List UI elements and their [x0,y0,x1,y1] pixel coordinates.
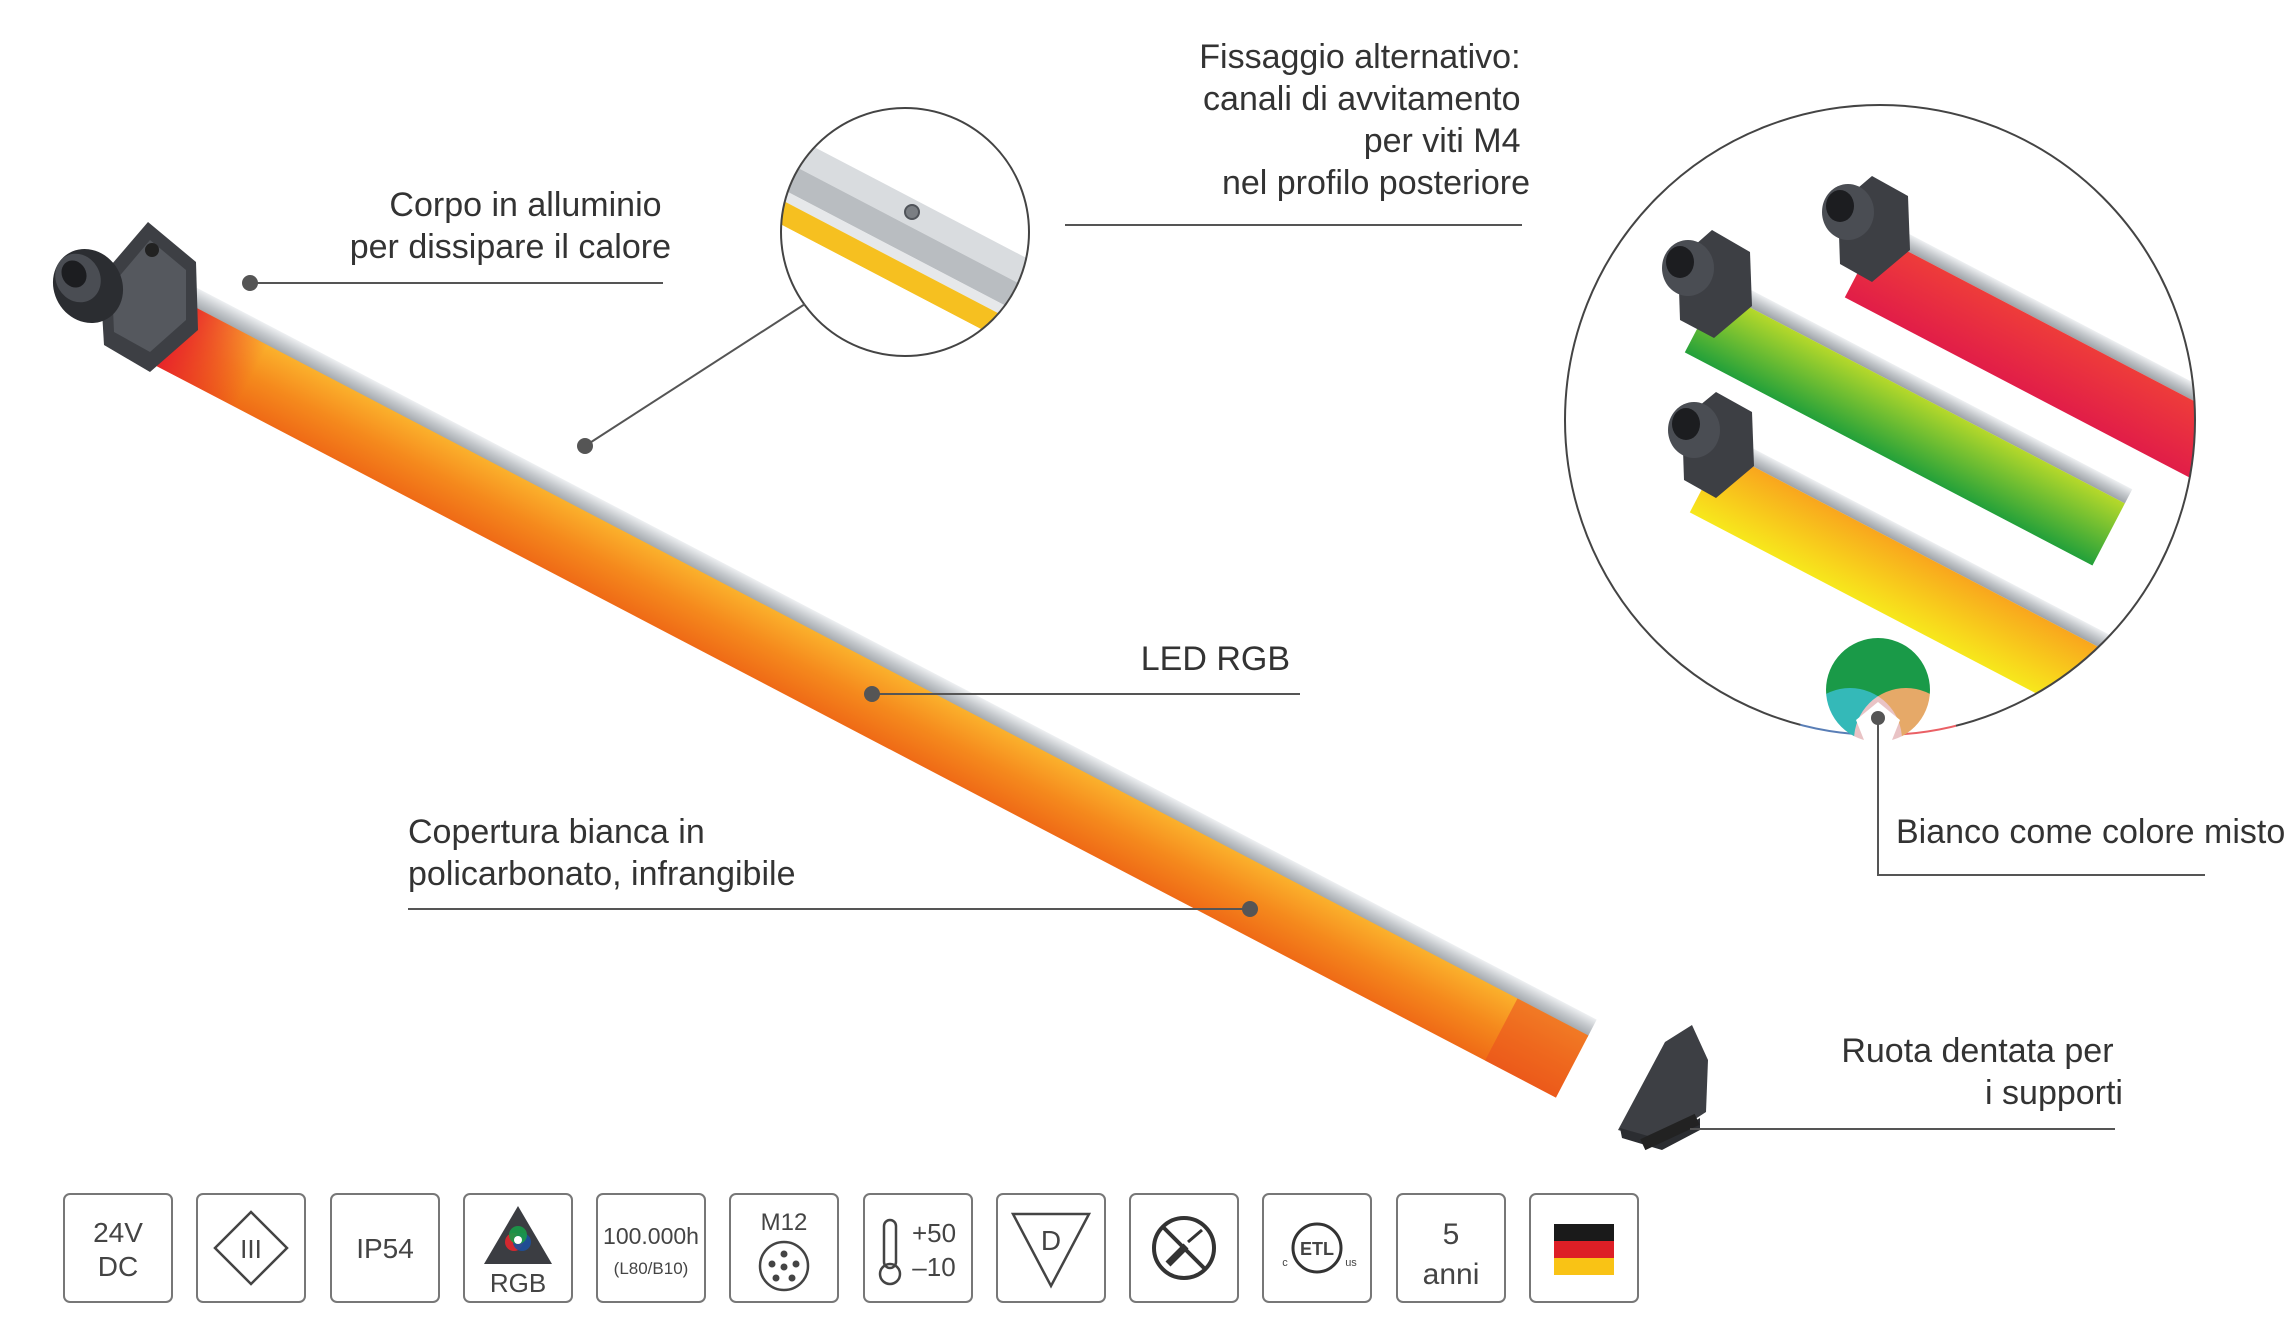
end-cap-left [52,222,198,372]
m12-connector [52,248,124,324]
svg-text:100.000h: 100.000h [603,1223,699,1249]
led-bar [52,222,1708,1151]
germany-flag-icon [1554,1224,1614,1275]
warranty-badge: 5 anni [1396,1193,1506,1303]
svg-text:–10: –10 [912,1252,955,1282]
thermometer-icon [878,1218,902,1286]
svg-text:anni: anni [1423,1258,1480,1291]
rgb-venn-icon [1798,638,1958,792]
svg-text:c: c [1282,1257,1288,1269]
svg-text:DC: DC [98,1251,138,1282]
end-cap-right [1618,1025,1708,1151]
voltage-badge: 24V DC [63,1193,173,1303]
svg-text:+50: +50 [912,1218,956,1248]
svg-text:5: 5 [1443,1218,1460,1251]
leader-lines [242,224,2205,1130]
green-variant [1662,230,2133,566]
callout-led-label: LED RGB [1141,640,1290,678]
svg-text:ETL: ETL [1300,1239,1334,1259]
svg-text:RGB: RGB [490,1268,546,1298]
m12-connector-badge: M12 [729,1193,839,1303]
svg-text:(L80/B10): (L80/B10) [614,1259,689,1278]
svg-text:M12: M12 [761,1209,808,1236]
maintenance-free-badge [1129,1193,1239,1303]
color-variants-circle [1564,104,2196,736]
no-tools-icon [1152,1216,1216,1280]
certification-row: 24V DC III IP54 RGB 100.000h (L80/ [63,1193,1639,1303]
svg-text:us: us [1345,1257,1357,1269]
callout-cover-label: Copertura bianca in policarbonato, infra… [408,813,795,893]
callout-fixing-label: Fissaggio alternativo: canali di avvitam… [1199,38,1530,202]
svg-text:III: III [240,1234,262,1264]
aluminium-profile [187,287,1597,1038]
callout-body-label: Corpo in alluminio per dissipare il calo… [350,186,671,266]
protection-class-badge: III [196,1193,306,1303]
screw-channel-icon [904,204,920,220]
d-mark-badge: D [996,1193,1106,1303]
gear-wheel [1640,1113,1700,1151]
svg-text:24V: 24V [93,1217,143,1248]
rgb-badge: RGB [463,1193,573,1303]
made-in-germany-badge [1529,1193,1639,1303]
yellow-variant [1668,392,2138,726]
callout-white-mix-label: Bianco come colore misto [1896,813,2284,851]
svg-text:IP54: IP54 [356,1233,414,1264]
etl-listed-badge: ETL c us [1262,1193,1372,1303]
svg-text:D: D [1041,1225,1061,1256]
temperature-badge: +50 –10 [863,1193,973,1303]
zoom-detail [780,107,1030,357]
ip-rating-badge: IP54 [330,1193,440,1303]
lifetime-badge: 100.000h (L80/B10) [596,1193,706,1303]
red-variant [1822,176,2195,483]
callout-gear-label: Ruota dentata per i supporti [1841,1032,2123,1112]
